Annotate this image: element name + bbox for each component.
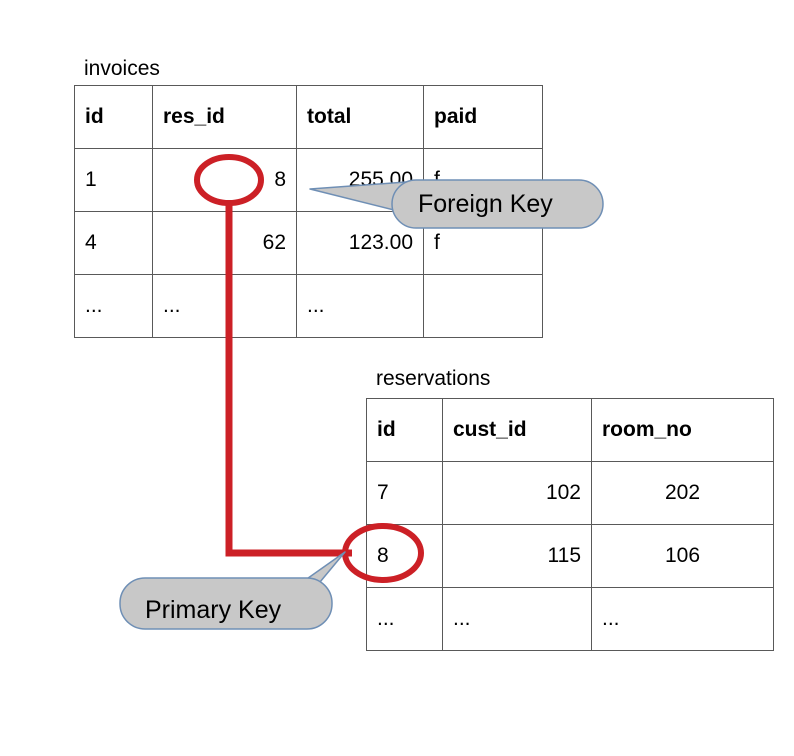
reservations-header-cust-id: cust_id [442,398,592,462]
reservations-cell-cust-id: ... [442,587,592,651]
reservations-cell-room-no: 202 [591,461,774,525]
invoices-cell-id: ... [74,274,153,338]
invoices-cell-res-id: 62 [152,211,297,275]
invoices-cell-id: 1 [74,148,153,212]
reservations-cell-cust-id: 115 [442,524,592,588]
reservations-cell-id: ... [366,587,443,651]
invoices-header-id: id [74,85,153,149]
table-row: ... ... ... [366,587,774,651]
invoices-table-caption: invoices [84,57,160,80]
reservations-cell-cust-id: 102 [442,461,592,525]
table-header-row: id cust_id room_no [366,398,774,462]
reservations-cell-room-no: 106 [591,524,774,588]
primary-key-callout-tail [276,551,346,601]
reservations-header-room-no: room_no [591,398,774,462]
table-row: 7 102 202 [366,461,774,525]
invoices-cell-paid: f [423,211,543,275]
invoices-cell-res-id: ... [152,274,297,338]
reservations-header-id: id [366,398,443,462]
table-row: 4 62 123.00 f [74,211,543,275]
invoices-header-res-id: res_id [152,85,297,149]
invoices-cell-total: 255.00 [296,148,424,212]
primary-key-callout-label: Primary Key [145,596,282,624]
invoices-cell-paid [423,274,543,338]
table-row: ... ... ... [74,274,543,338]
invoices-cell-total: ... [296,274,424,338]
invoices-table: id res_id total paid 1 8 255.00 f 4 62 1… [74,85,543,338]
invoices-header-total: total [296,85,424,149]
table-row: 8 115 106 [366,524,774,588]
table-row: 1 8 255.00 f [74,148,543,212]
invoices-cell-total: 123.00 [296,211,424,275]
invoices-cell-id: 4 [74,211,153,275]
reservations-cell-room-no: ... [591,587,774,651]
reservations-cell-id: 7 [366,461,443,525]
invoices-cell-res-id: 8 [152,148,297,212]
reservations-cell-id: 8 [366,524,443,588]
table-header-row: id res_id total paid [74,85,543,149]
invoices-header-paid: paid [423,85,543,149]
foreign-key-callout-label: Foreign Key [418,190,553,218]
reservations-table-caption: reservations [376,367,491,390]
reservations-table: id cust_id room_no 7 102 202 8 115 106 .… [366,398,774,651]
